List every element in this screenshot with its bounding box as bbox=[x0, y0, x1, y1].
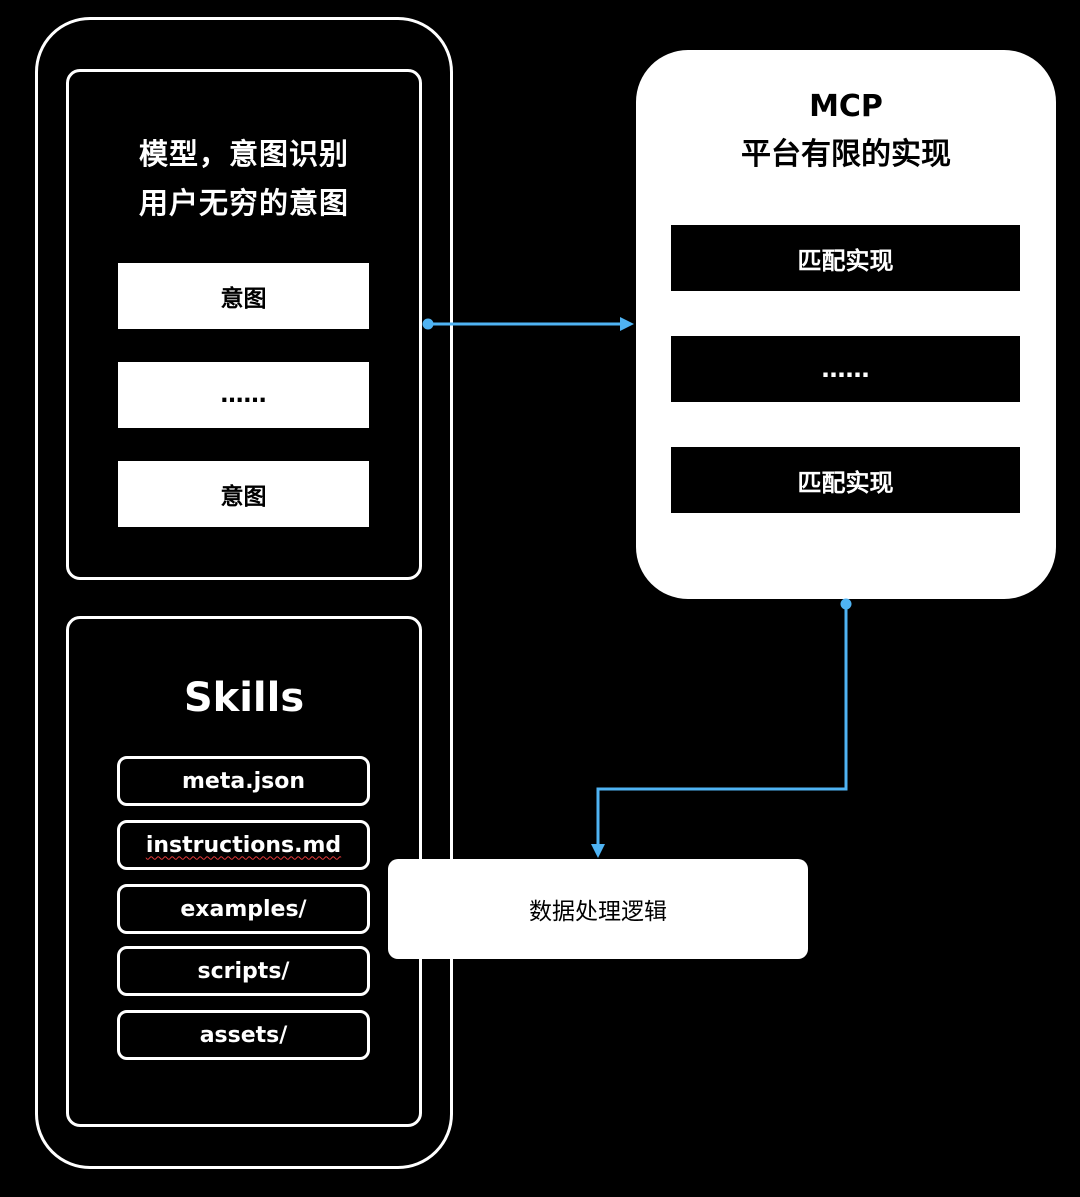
mcp-title-line1: MCP bbox=[809, 89, 883, 124]
mcp-to-data-processing-arrow bbox=[591, 598, 852, 858]
intent-item-ellipsis: …… bbox=[118, 362, 369, 428]
file-label: assets/ bbox=[199, 1022, 288, 1048]
intent-panel bbox=[66, 69, 422, 580]
intent-panel-title-line2: 用户无穷的意图 bbox=[138, 186, 349, 220]
intent-panel-title-line1: 模型，意图识别 bbox=[138, 137, 349, 171]
skills-title: Skills bbox=[183, 675, 305, 721]
intent-to-mcp-arrow bbox=[422, 317, 634, 331]
match-implementation-item: 匹配实现 bbox=[671, 447, 1020, 513]
file-label: meta.json bbox=[182, 768, 305, 794]
mcp-title-line2: 平台有限的实现 bbox=[741, 137, 951, 172]
skills-model-container bbox=[35, 17, 453, 1169]
file-label: examples/ bbox=[180, 896, 307, 922]
folder-scripts: scripts/ bbox=[117, 946, 370, 996]
folder-assets: assets/ bbox=[117, 1010, 370, 1060]
intent-item: 意图 bbox=[118, 263, 369, 329]
data-processing-label: 数据处理逻辑 bbox=[529, 899, 667, 925]
file-label: scripts/ bbox=[197, 958, 290, 984]
file-meta-json: meta.json bbox=[117, 756, 370, 806]
data-processing-box: 数据处理逻辑 bbox=[388, 859, 808, 959]
match-implementation-ellipsis: …… bbox=[671, 336, 1020, 402]
file-instructions-md: instructions.md bbox=[117, 820, 370, 870]
intent-item: 意图 bbox=[118, 461, 369, 527]
folder-examples: examples/ bbox=[117, 884, 370, 934]
match-implementation-item: 匹配实现 bbox=[671, 225, 1020, 291]
file-label: instructions.md bbox=[145, 832, 342, 858]
